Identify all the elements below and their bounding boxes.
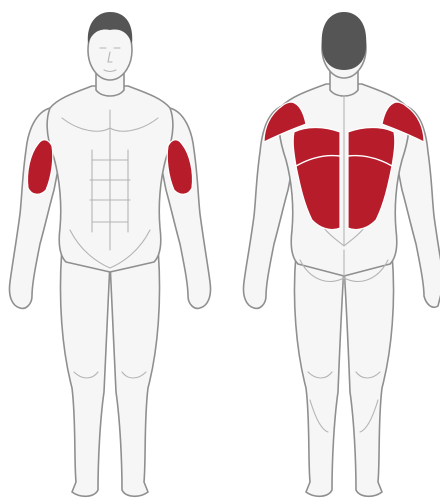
front-view-figure (0, 0, 220, 504)
front-body-illustration (0, 0, 220, 504)
back-right-leg (344, 254, 394, 496)
front-right-leg (110, 248, 160, 496)
back-body-illustration (220, 0, 440, 504)
back-left-leg (294, 254, 344, 496)
front-left-leg (60, 248, 110, 496)
back-view-figure (220, 0, 440, 504)
back-hair (322, 12, 367, 70)
